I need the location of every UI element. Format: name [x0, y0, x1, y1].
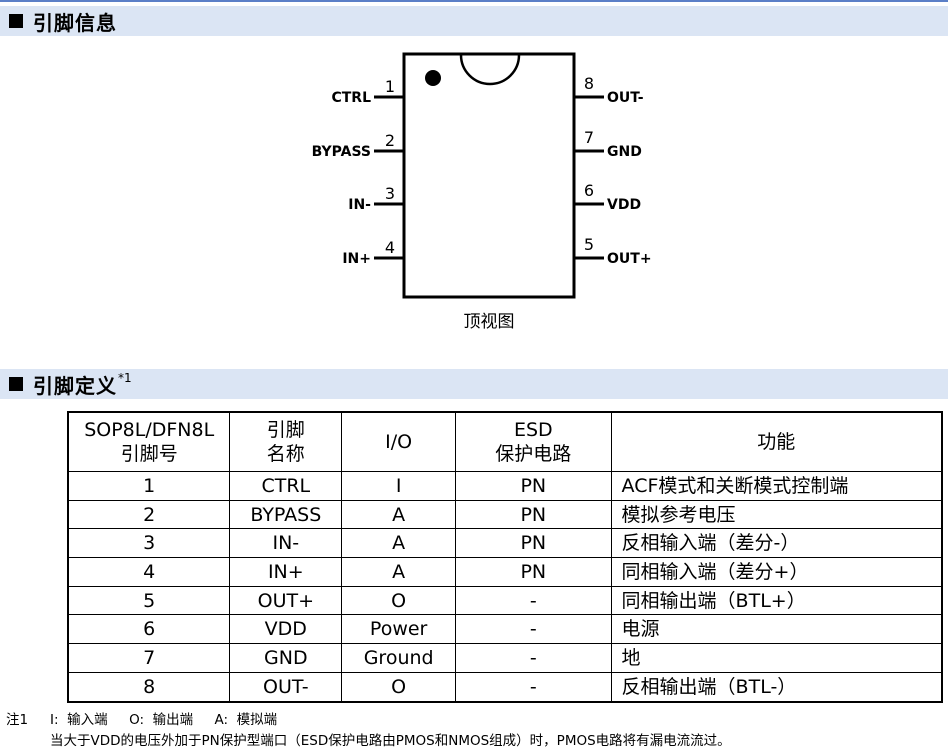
cell-esd: PN	[455, 471, 612, 501]
square-bullet-icon	[9, 14, 23, 28]
cell-io: A	[341, 528, 457, 559]
io-legend: I: 输入端 O: 输出端 A: 模拟端	[50, 712, 278, 728]
cell-esd: PN	[455, 499, 612, 530]
footnote-marker: *1	[118, 371, 132, 385]
pin-name: GND	[607, 144, 642, 160]
cell-function: 同相输出端（BTL+）	[610, 585, 943, 616]
cell-pin-name: IN-	[229, 528, 343, 559]
cell-esd: -	[455, 671, 612, 703]
cell-pin-number: 6	[67, 614, 231, 645]
table-row: 3 IN- A PN 反相输入端（差分-）	[67, 528, 943, 559]
cell-pin-number: 5	[67, 585, 231, 616]
cell-pin-name: IN+	[229, 557, 343, 587]
table-row: 6 VDD Power - 电源	[67, 614, 943, 645]
header-io: I/O	[341, 411, 457, 472]
cell-io: A	[341, 557, 457, 587]
header-line: SOP8L/DFN8L	[84, 419, 215, 441]
header-esd: ESD 保护电路	[455, 411, 612, 472]
table-row: 7 GND Ground - 地	[67, 643, 943, 673]
cell-function: 反相输入端（差分-）	[610, 528, 943, 559]
cell-io: A	[341, 499, 457, 530]
pin-number: 8	[584, 74, 594, 93]
cell-function: ACF模式和关断模式控制端	[610, 471, 943, 501]
cell-pin-number: 1	[67, 471, 231, 501]
cell-function: 反相输出端（BTL-）	[610, 671, 943, 703]
top-rule	[0, 0, 948, 2]
pin-number: 4	[385, 238, 395, 257]
pin-number: 3	[385, 184, 395, 203]
header-line: 名称	[266, 443, 305, 465]
cell-pin-name: BYPASS	[229, 499, 343, 530]
footnote-text: 当大于VDD的电压外加于PN保护型端口（ESD保护电路由PMOS和NMOS组成）…	[50, 733, 731, 749]
cell-pin-name: VDD	[229, 614, 343, 645]
cell-io: I	[341, 471, 457, 501]
cell-io: Power	[341, 614, 457, 645]
pin-name: BYPASS	[312, 144, 371, 160]
pin-name: CTRL	[331, 90, 371, 106]
square-bullet-icon	[9, 377, 23, 391]
pin-number: 7	[584, 128, 594, 147]
diagram-caption: 顶视图	[464, 312, 515, 332]
cell-pin-name: OUT+	[229, 585, 343, 616]
pin-number: 5	[584, 235, 594, 254]
pin-name: OUT+	[607, 251, 652, 267]
header-line: 保护电路	[495, 443, 572, 465]
pin-definition-table: SOP8L/DFN8L 引脚号 引脚 名称 I/O ESD 保护电路 功能 1 …	[67, 411, 943, 703]
cell-esd: PN	[455, 528, 612, 559]
pin-number: 6	[584, 181, 594, 200]
cell-pin-name: CTRL	[229, 471, 343, 501]
section-title: 引脚信息	[33, 10, 117, 35]
table-row: 2 BYPASS A PN 模拟参考电压	[67, 499, 943, 530]
pin-number: 1	[385, 77, 395, 96]
header-function: 功能	[610, 411, 943, 472]
cell-pin-number: 3	[67, 528, 231, 559]
pin-name: VDD	[607, 197, 641, 213]
pin-number: 2	[385, 131, 395, 150]
pin-name: OUT-	[607, 90, 644, 106]
cell-esd: PN	[455, 557, 612, 587]
right-pin-stubs	[574, 95, 604, 260]
cell-esd: -	[455, 585, 612, 616]
cell-io: O	[341, 585, 457, 616]
cell-function: 同相输入端（差分+）	[610, 557, 943, 587]
cell-pin-number: 7	[67, 643, 231, 673]
table-row: 4 IN+ A PN 同相输入端（差分+）	[67, 557, 943, 587]
pinout-diagram: 1 2 3 4 CTRL BYPASS IN- IN+ 8 7 6 5 OUT-…	[312, 52, 652, 332]
ic-package-body	[402, 52, 576, 299]
cell-pin-number: 4	[67, 557, 231, 587]
package-notch	[459, 54, 521, 86]
header-pin-number: SOP8L/DFN8L 引脚号	[67, 411, 231, 472]
cell-io: O	[341, 671, 457, 703]
cell-function: 地	[610, 643, 943, 673]
cell-pin-name: OUT-	[229, 671, 343, 703]
cell-pin-number: 8	[67, 671, 231, 703]
header-line: 引脚	[266, 419, 305, 441]
header-line: ESD	[513, 419, 553, 441]
header-pin-name: 引脚 名称	[229, 411, 343, 472]
section-header-pin-info: 引脚信息	[0, 6, 948, 36]
table-row: 1 CTRL I PN ACF模式和关断模式控制端	[67, 471, 943, 501]
section-title: 引脚定义	[33, 373, 117, 398]
table-row: 5 OUT+ O - 同相输出端（BTL+）	[67, 585, 943, 616]
cell-pin-number: 2	[67, 499, 231, 530]
cell-function: 模拟参考电压	[610, 499, 943, 530]
pin-name: IN+	[342, 251, 371, 267]
cell-esd: -	[455, 643, 612, 673]
table-header-row: SOP8L/DFN8L 引脚号 引脚 名称 I/O ESD 保护电路 功能	[67, 411, 943, 472]
table-row: 8 OUT- O - 反相输出端（BTL-）	[67, 671, 943, 703]
cell-pin-name: GND	[229, 643, 343, 673]
footnote-label: 注1	[6, 712, 29, 728]
pin1-marker-dot	[425, 70, 441, 86]
cell-function: 电源	[610, 614, 943, 645]
header-line: 引脚号	[120, 443, 178, 465]
left-pin-stubs	[374, 95, 404, 260]
section-header-pin-definition: 引脚定义*1	[0, 369, 948, 399]
pin-name: IN-	[348, 197, 371, 213]
cell-io: Ground	[341, 643, 457, 673]
cell-esd: -	[455, 614, 612, 645]
